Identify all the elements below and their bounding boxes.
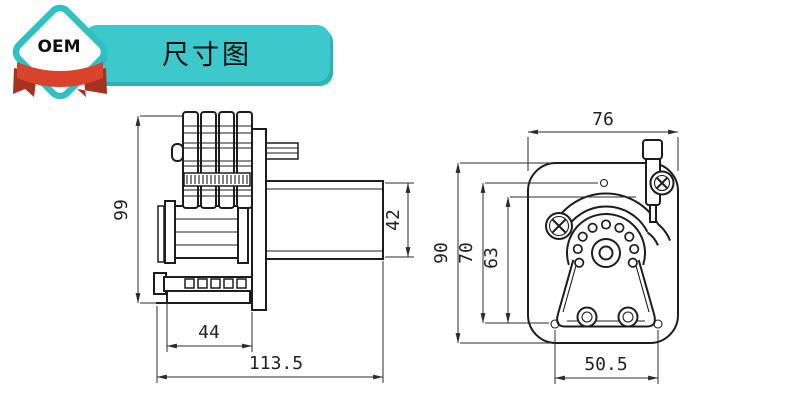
adjust-knob (171, 143, 184, 162)
mounting-plate (251, 128, 267, 311)
base-rail (153, 272, 267, 304)
dim-overall-width: 76 (527, 109, 679, 171)
rotor-hub (591, 238, 621, 268)
dim-42-label: 42 (383, 209, 404, 231)
banner-background (84, 25, 330, 82)
dim-plate-height: 90 (431, 162, 553, 344)
cartridge-stack (171, 111, 253, 209)
dim-70-label: 70 (456, 242, 477, 264)
dim-90-label: 90 (431, 242, 452, 264)
dim-overall-height: 99 (111, 115, 182, 304)
mount-hole-right (653, 319, 663, 329)
front-view: 76 90 70 63 50.5 (431, 109, 679, 384)
tube-bed-hatch (186, 175, 248, 184)
shaft-stub (265, 142, 299, 160)
pivot-hole (599, 178, 609, 188)
top-right-screw (649, 170, 675, 196)
page-title: 尺寸图 (162, 40, 252, 71)
dim-76-label: 76 (592, 109, 614, 130)
tube-bed (183, 172, 251, 187)
arch-screw (545, 212, 573, 240)
oem-label: OEM (38, 37, 81, 57)
side-view: 99 42 44 113.5 (111, 111, 414, 383)
dim-overall-length: 113.5 (156, 261, 384, 383)
dim-99-label: 99 (111, 199, 132, 221)
mount-hole-left (550, 319, 560, 329)
lower-housing (556, 259, 656, 328)
roller-holes (572, 219, 640, 268)
dim-44-label: 44 (198, 322, 220, 343)
roller-drum (157, 200, 249, 264)
dim-113-5-label: 113.5 (249, 353, 303, 374)
title-banner: 尺寸图 (84, 25, 333, 86)
dim-hole-vspan: 70 (456, 182, 598, 324)
oem-badge: OEM (12, 4, 108, 100)
dim-63-label: 63 (481, 247, 502, 269)
dim-50-5-label: 50.5 (584, 354, 627, 375)
dim-head-width: 44 (166, 296, 253, 352)
dim-motor-face: 42 (383, 182, 414, 258)
motor-body (265, 180, 384, 260)
ribbon-icon (13, 62, 107, 97)
dim-hole-hspan: 50.5 (554, 330, 659, 384)
dim-rotor-span: 63 (481, 196, 636, 324)
